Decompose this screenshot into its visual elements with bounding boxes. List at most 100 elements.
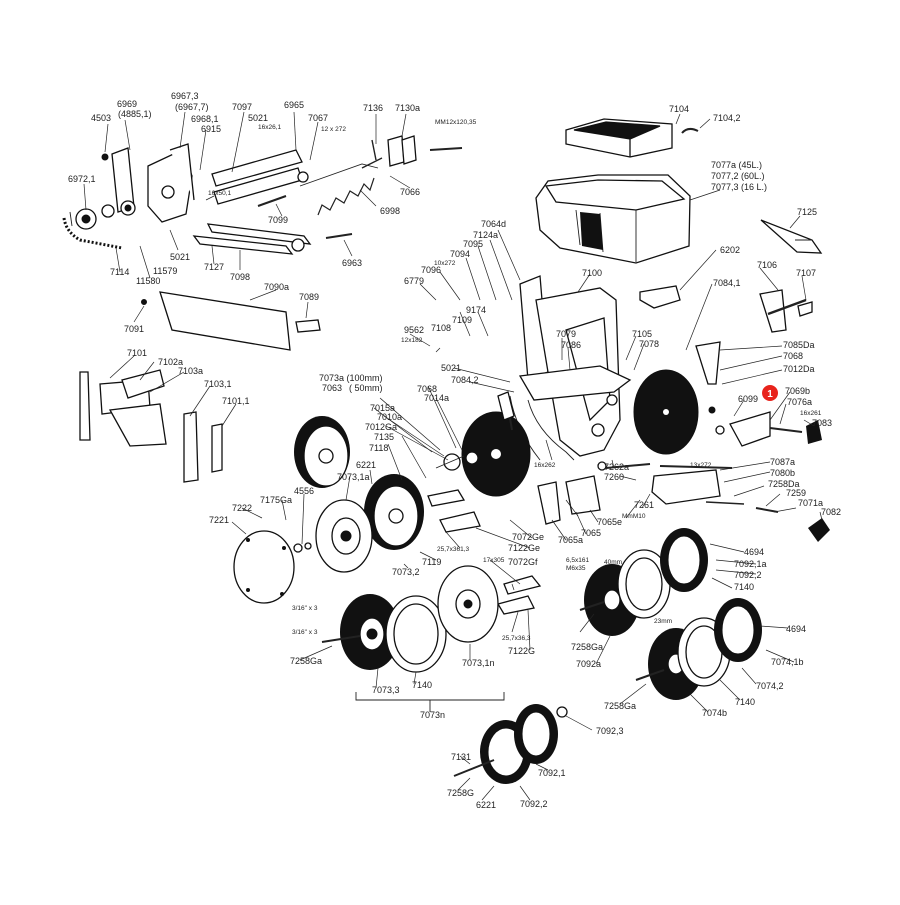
part-label: 7258Ga [571,642,603,652]
part-label: 7092,2 [734,570,762,580]
callout-marker[interactable]: 1 [762,385,778,401]
part-label: 7014a [424,393,449,403]
main-frame [509,275,632,461]
sprocket-washers [101,153,136,218]
seed-tube-parts [427,475,601,615]
part-label: 7094 [450,249,470,259]
part-label: 7065a [558,535,583,545]
part-label: 7065 [581,528,601,538]
part-label: 7118 [369,443,388,453]
part-label: 6969 [117,99,137,109]
part-label: 7101 [127,348,147,358]
part-label: 7261 [634,500,654,510]
part-label: 11580 [136,276,160,286]
furrow-opener-parts [79,369,223,483]
part-label: 11579 [153,266,177,276]
part-label: 7092,3 [596,726,624,736]
part-label: MM12x120,35 [435,119,477,126]
part-label: 7104 [669,104,689,114]
part-label: 12 x 272 [321,126,346,133]
part-label: 7258Ga [290,656,322,666]
part-label: 7073,2 [392,567,420,577]
part-label: 7073n [420,710,445,720]
part-label: 16x26,1 [258,124,282,131]
cover-plate-7221 [233,530,295,604]
part-label: 7077,3 (16 L.) [711,182,767,192]
wheel-7063 [294,416,350,488]
part-label: 7077a (45L.) [711,160,762,170]
part-label: 16x261 [800,410,822,417]
part-label: 7012Da [783,364,815,374]
washers-4556 [293,542,312,553]
group-bracket-7073n [355,692,505,712]
part-label: 7082 [821,507,841,517]
part-label: 7122Ge [508,543,540,553]
part-label: 7125 [797,207,817,217]
leader-lines [83,111,823,801]
part-label: 7136 [363,103,383,113]
part-label: 7262a [604,462,629,472]
part-label: 7097 [232,102,252,112]
part-label: 6968,1 [191,114,219,124]
part-label: 7098 [230,272,250,282]
part-label: 7072Ge [512,532,544,542]
part-label: 4556 [294,486,314,496]
part-label: 7140 [735,697,755,707]
part-label: 3/16" x 3 [292,605,318,612]
part-label: 7073,1n [462,658,495,668]
part-label: 6965 [284,100,304,110]
part-label: 7259 [786,488,806,498]
part-label: 7069b [785,386,810,396]
part-label: 7127 [204,262,224,272]
bolts-top [257,135,463,239]
wheel-7092-bottom [453,704,568,784]
part-label: 7076a [787,397,812,407]
part-label: (6967,7) [175,102,209,112]
part-label: 7100 [582,268,602,278]
part-label: 7107 [796,268,816,278]
part-label: 7114 [110,267,129,277]
part-label: 17x305 [483,557,505,564]
part-label: 6915 [201,124,221,134]
part-label: 7015a [370,403,395,413]
part-label: 7258Da [768,479,800,489]
part-label: 7096 [421,265,441,275]
part-label: 7086 [561,340,581,350]
part-label: 7090a [264,282,289,292]
part-label: 6221 [476,800,496,810]
part-label: 12x182 [401,337,423,344]
callout-marker-circle [762,385,778,401]
part-label: 25,7x361,3 [437,546,470,553]
part-label: 7221 [209,515,229,525]
hopper-lid [565,118,673,158]
part-label: 6963 [342,258,362,268]
wheel-7073-3 [321,594,400,670]
part-label: 4694 [786,624,806,634]
part-label: 7065e [597,517,622,527]
part-label: 6221 [356,460,376,470]
part-label: 9562 [404,325,424,335]
part-label: 7122G [508,646,535,656]
part-label: 7087a [770,457,795,467]
part-label: 7095 [463,239,483,249]
part-label: 7091 [124,324,144,334]
part-label: 7064d [481,219,506,229]
part-label: 6099 [738,394,758,404]
wheel-7140-left [385,595,447,673]
frame-bracket-right [639,285,813,385]
part-label: 7080b [770,468,795,478]
scraper-blade [760,219,823,254]
part-label: 7140 [734,582,754,592]
part-label: 10x272 [434,260,456,267]
part-label: 7130a [395,103,420,113]
part-label: 7092a [576,659,601,669]
part-labels: 7104 7104,2 7077a (45L.) 7077,2 (60L.) 7… [68,91,841,810]
part-label: 7079 [556,329,576,339]
part-label: 7074,2 [756,681,784,691]
part-label: 7140 [412,680,432,690]
part-label: 5021 [170,252,190,262]
part-label: ( 50mm) [349,383,383,393]
part-label: 7103a [178,366,203,376]
